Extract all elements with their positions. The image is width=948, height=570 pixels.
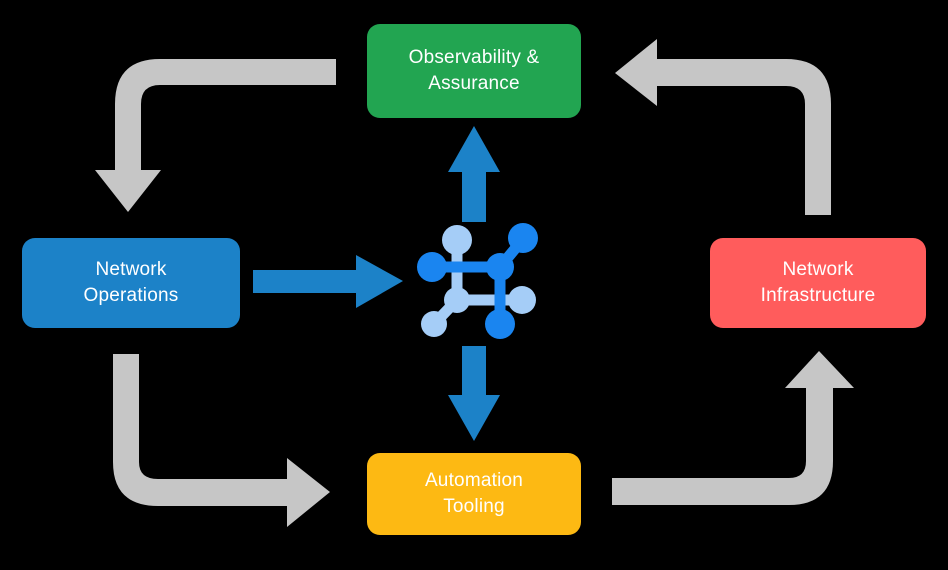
arrow-operations-to-center — [253, 255, 403, 308]
network-topology-icon — [417, 223, 538, 339]
node-automation-label: Automation Tooling — [424, 470, 524, 517]
arrow-automation-to-infrastructure — [612, 351, 854, 505]
network-icon-light-nodes — [421, 225, 536, 337]
arrow-operations-to-automation — [113, 354, 330, 527]
arrow-center-to-automation — [448, 346, 500, 441]
node-network-operations[interactable]: Network Operations — [22, 238, 240, 328]
arrow-center-to-observability — [448, 126, 500, 222]
arrow-infrastructure-to-observability — [615, 39, 831, 215]
arrow-observability-to-operations — [95, 59, 336, 212]
node-infrastructure-label: Network Infrastructure — [760, 259, 876, 306]
network-icon-dark-nodes — [417, 223, 538, 339]
node-network-infrastructure[interactable]: Network Infrastructure — [710, 238, 926, 328]
node-observability-assurance[interactable]: Observability & Assurance — [367, 24, 581, 118]
node-operations-label: Network Operations — [83, 259, 179, 306]
node-automation-tooling[interactable]: Automation Tooling — [367, 453, 581, 535]
node-observability-label: Observability & Assurance — [408, 47, 540, 94]
